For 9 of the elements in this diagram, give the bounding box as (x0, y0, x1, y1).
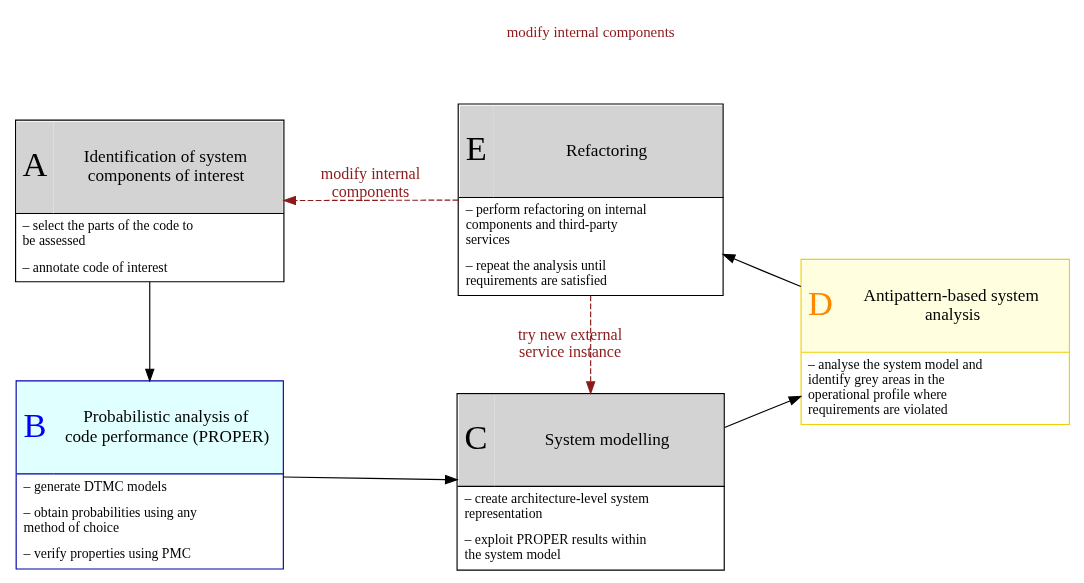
edge-label: modify internal components (320, 165, 420, 200)
arrow (585, 295, 595, 396)
arrow (721, 253, 801, 288)
arrow (144, 281, 155, 383)
arrow (723, 395, 802, 429)
arrow (282, 474, 459, 485)
edge-label: try new external service instance (517, 326, 622, 361)
label: modify internal components (506, 24, 675, 41)
arrow (281, 195, 459, 206)
